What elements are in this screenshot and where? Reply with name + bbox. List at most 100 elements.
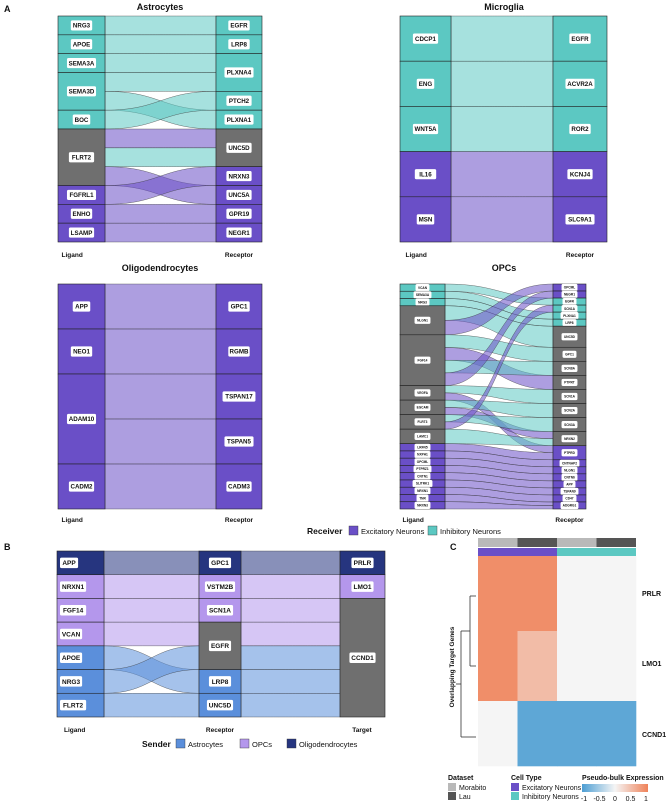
node-label-box [414, 450, 431, 459]
node-label: LAMC1 [417, 435, 428, 439]
node-label: NRXN1 [417, 489, 428, 493]
node-label-box [222, 391, 256, 402]
node-label-box [224, 67, 254, 78]
node-label: PTCH2 [229, 98, 250, 105]
node-label-box [228, 301, 250, 312]
node-label-box [60, 699, 87, 711]
alluvial-flow [450, 151, 554, 197]
node-label: FGFRL1 [69, 192, 94, 199]
node-label: WNT5A [415, 126, 438, 133]
legend-label: Excitatory Neurons [522, 785, 582, 792]
node-label: APOE [62, 655, 81, 662]
node-label: GPR19 [229, 211, 250, 218]
node-label: ENG [419, 81, 433, 88]
legend-label: Inhibitory Neurons [522, 794, 579, 801]
node-label: GPC1 [565, 352, 574, 356]
panel-letter-a: A [4, 4, 11, 14]
legend-swatch [448, 792, 456, 800]
legend-title-receiver: Receiver [307, 526, 343, 536]
legend-title-sender: Sender [142, 739, 172, 749]
legend-swatch [286, 738, 297, 749]
alluvial-flow [104, 204, 217, 224]
legend-label: OPCs [252, 740, 272, 749]
node-label-box [561, 435, 578, 443]
expression-colorbar [582, 784, 648, 792]
node-label: TNR [419, 496, 426, 500]
node-label-box [224, 436, 254, 447]
legend-title-expression: Pseudo-bulk Expression [582, 775, 664, 782]
alluvial-flow [240, 598, 341, 623]
node-label-box [414, 472, 431, 480]
node-label: FLRT3 [418, 420, 428, 424]
node-label-box [560, 487, 579, 496]
alluvial-flow [104, 15, 217, 36]
node-label: UNC5D [228, 145, 250, 152]
node-label-box [412, 479, 433, 488]
node-label-box [226, 142, 252, 153]
plot-title: Oligodendrocytes [122, 263, 199, 273]
node-label-box [567, 169, 593, 180]
heatmap-cell [596, 556, 637, 632]
node-label-box [226, 170, 252, 182]
alluvial-flow [240, 550, 341, 575]
panel-letter-c: C [450, 542, 457, 552]
node-label-box [226, 481, 252, 492]
node-label: NRXN1 [62, 584, 84, 591]
node-label-box [561, 378, 578, 387]
legend-swatch [427, 525, 438, 536]
node-label-box [226, 95, 252, 106]
node-label-box [60, 676, 83, 687]
node-label: CADM2 [70, 484, 93, 491]
heatmap-cell [596, 631, 637, 702]
alluvial-flow [104, 463, 217, 510]
node-label-box [561, 283, 578, 292]
alluvial-flow [103, 693, 200, 718]
alluvial-flow [104, 147, 217, 167]
node-label-box [565, 214, 595, 225]
legend-swatch [511, 792, 519, 800]
node-label-box [70, 208, 93, 219]
node-label-box [562, 297, 577, 306]
legend-swatch [511, 783, 519, 791]
node-label: CADM3 [228, 484, 251, 491]
node-label-box [206, 699, 234, 711]
node-label-box [562, 319, 577, 327]
node-label-box [60, 652, 83, 663]
colorbar-tick: 0.5 [626, 796, 636, 803]
node-label-box [561, 449, 578, 457]
node-label-box [561, 406, 578, 415]
node-label-box [563, 480, 576, 488]
node-label: FLRT2 [63, 702, 84, 709]
node-label-box [208, 676, 232, 687]
node-label: EGFR [571, 36, 589, 43]
node-label: ADGRG1 [563, 504, 577, 508]
node-label-box [72, 301, 91, 312]
node-label: ENHO [73, 211, 91, 218]
node-label: CDCP1 [415, 36, 437, 43]
row-label-ccnd1: CCND1 [642, 732, 666, 739]
heatmap-cell [557, 701, 597, 767]
node-label-box [68, 227, 95, 238]
node-label-box [70, 39, 93, 50]
node-label-box [349, 652, 376, 663]
node-label: NRXN3 [417, 504, 428, 508]
node-label-box [414, 487, 431, 495]
alluvial-flow [104, 418, 217, 465]
node-label-box [559, 459, 580, 467]
node-label-box [60, 581, 87, 592]
row-label-lmo1: LMO1 [642, 661, 662, 668]
plot-title: OPCs [492, 263, 517, 273]
node-label-box [206, 605, 234, 616]
node-label: SCN1A [564, 307, 576, 311]
node-label: EGCAM [417, 406, 429, 410]
alluvial-flow [240, 621, 341, 647]
legend-label: Lau [459, 794, 471, 801]
node-app [57, 283, 106, 330]
node-label: UNC5D [564, 335, 576, 339]
node-label: TSPAN9 [563, 490, 576, 494]
node-label: APP [62, 560, 76, 567]
node-label-box [561, 466, 578, 474]
axis-label-ligand: Ligand [64, 727, 85, 734]
node-label: FLRT2 [72, 154, 92, 161]
